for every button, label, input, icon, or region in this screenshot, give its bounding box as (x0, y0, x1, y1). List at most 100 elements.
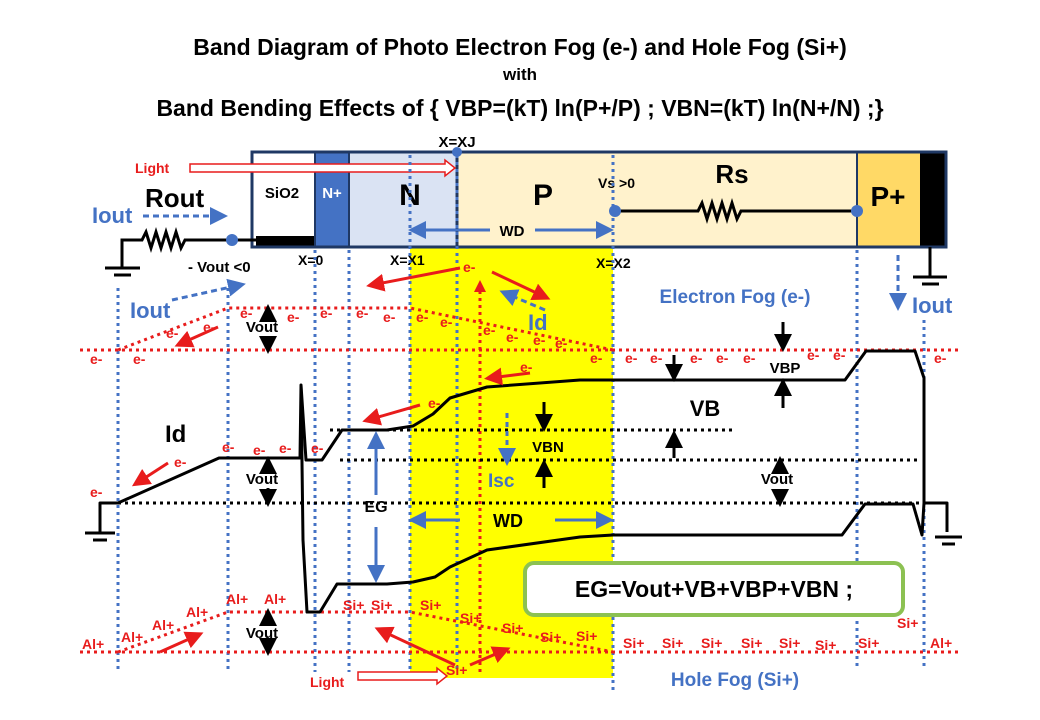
electron: e- (650, 350, 663, 366)
electron: e- (463, 259, 476, 275)
rs-label: Rs (715, 159, 748, 189)
x-xj-label: X=XJ (438, 134, 475, 151)
electron: e- (253, 442, 266, 458)
carrier-motion-arrows (131, 266, 551, 667)
holes: Si+ Si+ Si+ Si+ Si+ Si+ Si+ Si+ Si+ Si+ … (82, 591, 952, 678)
title-line-3: Band Bending Effects of { VBP=(kT) ln(P+… (156, 95, 883, 121)
pplus-node-dot (851, 205, 863, 217)
ground-left-band-icon (85, 531, 115, 542)
id-arrow-label: Id (528, 310, 548, 335)
electron: e- (311, 440, 324, 456)
electron: e- (203, 319, 216, 335)
hole-al: Al+ (226, 591, 248, 607)
iout-fog-label: Iout (130, 298, 171, 323)
electron-fog-label: Electron Fog (e-) (660, 287, 811, 308)
electron: e- (166, 325, 179, 341)
eg-label: EG (364, 499, 387, 516)
electron: e- (287, 309, 300, 325)
hole-al: Al+ (930, 635, 952, 651)
electron: e- (533, 332, 546, 348)
id-band-label: Id (165, 421, 186, 448)
light-label-top: Light (135, 160, 170, 176)
electron: e- (833, 347, 846, 363)
vout-markers: Vout Vout Vout Vout (246, 304, 793, 656)
x1-label: X=X1 (390, 252, 425, 268)
electron: e- (279, 440, 292, 456)
hole-al: Al+ (152, 617, 174, 633)
hole-si: Si+ (701, 635, 722, 651)
sio2-label: SiO2 (265, 185, 299, 202)
hole-si: Si+ (343, 597, 364, 613)
electron: e- (174, 454, 187, 470)
junction-dot (452, 147, 462, 157)
svg-text:Vout: Vout (761, 471, 793, 488)
vs-node-dot (609, 205, 621, 217)
electron: e- (807, 347, 820, 363)
hole-si: Si+ (897, 615, 918, 631)
light-label-bottom: Light (310, 674, 345, 690)
hole-si: Si+ (858, 635, 879, 651)
hole-al: Al+ (121, 629, 143, 645)
hole-si: Si+ (460, 610, 481, 626)
vs-label: Vs >0 (598, 175, 635, 191)
electron: e- (716, 350, 729, 366)
hole-si: Si+ (502, 620, 523, 636)
id-arrow-icon (499, 289, 546, 312)
rout-label: Rout (145, 183, 205, 213)
hole-al: Al+ (82, 636, 104, 652)
hole-fog-levels (80, 610, 960, 654)
hole-fog-label: Hole Fog (Si+) (671, 670, 799, 691)
electron: e- (90, 484, 103, 500)
electron: e- (690, 350, 703, 366)
wd-band-label: WD (493, 511, 523, 531)
light-arrow-top-icon (189, 158, 457, 178)
iout-right-label: Iout (912, 293, 953, 318)
nplus-label: N+ (322, 185, 342, 202)
rout-resistor-icon (120, 226, 256, 268)
electron: e- (240, 305, 253, 321)
hole-si: Si+ (446, 662, 467, 678)
electron-fog-levels (80, 306, 960, 352)
formula-box (523, 561, 905, 617)
title-line-2: with (502, 65, 537, 84)
ground-right-band-icon (935, 535, 962, 546)
svg-text:Vout: Vout (246, 471, 278, 488)
hole-si: Si+ (741, 635, 762, 651)
ground-right-top-icon (913, 247, 947, 286)
electron: e- (428, 395, 441, 411)
ground-left-top-icon (105, 266, 140, 277)
vb-label: VB (690, 396, 721, 421)
title-line-1: Band Diagram of Photo Electron Fog (e-) … (193, 34, 847, 60)
light-arrow-bottom-icon (357, 666, 449, 686)
n-label: N (399, 179, 421, 212)
electron: e- (506, 329, 519, 345)
electron: e- (383, 309, 396, 325)
electron: e- (440, 314, 453, 330)
arrow-up-icon (474, 280, 486, 292)
rs-resistor-icon (615, 197, 857, 225)
electron: e- (625, 350, 638, 366)
hole-al: Al+ (186, 604, 208, 620)
iout-top-label: Iout (92, 203, 133, 228)
electron: e- (590, 350, 603, 366)
hole-si: Si+ (779, 635, 800, 651)
p-label: P (533, 179, 553, 212)
electron: e- (416, 309, 429, 325)
hole-si: Si+ (815, 637, 836, 653)
electron: e- (222, 439, 235, 455)
hole-si: Si+ (576, 628, 597, 644)
electron: e- (133, 351, 146, 367)
electrons: e- e- e- e- e- e- e- e- e- e- e- e- e- e… (90, 259, 947, 500)
pplus-label: P+ (870, 181, 905, 212)
iout-fog-arrow-icon (171, 278, 246, 302)
hole-si: Si+ (371, 597, 392, 613)
hole-si: Si+ (623, 635, 644, 651)
electron: e- (90, 351, 103, 367)
electron: e- (743, 350, 756, 366)
svg-text:Vout: Vout (246, 625, 278, 642)
wd-device-label: WD (500, 223, 525, 240)
x0-label: X=0 (298, 252, 324, 268)
electron: e- (356, 305, 369, 321)
